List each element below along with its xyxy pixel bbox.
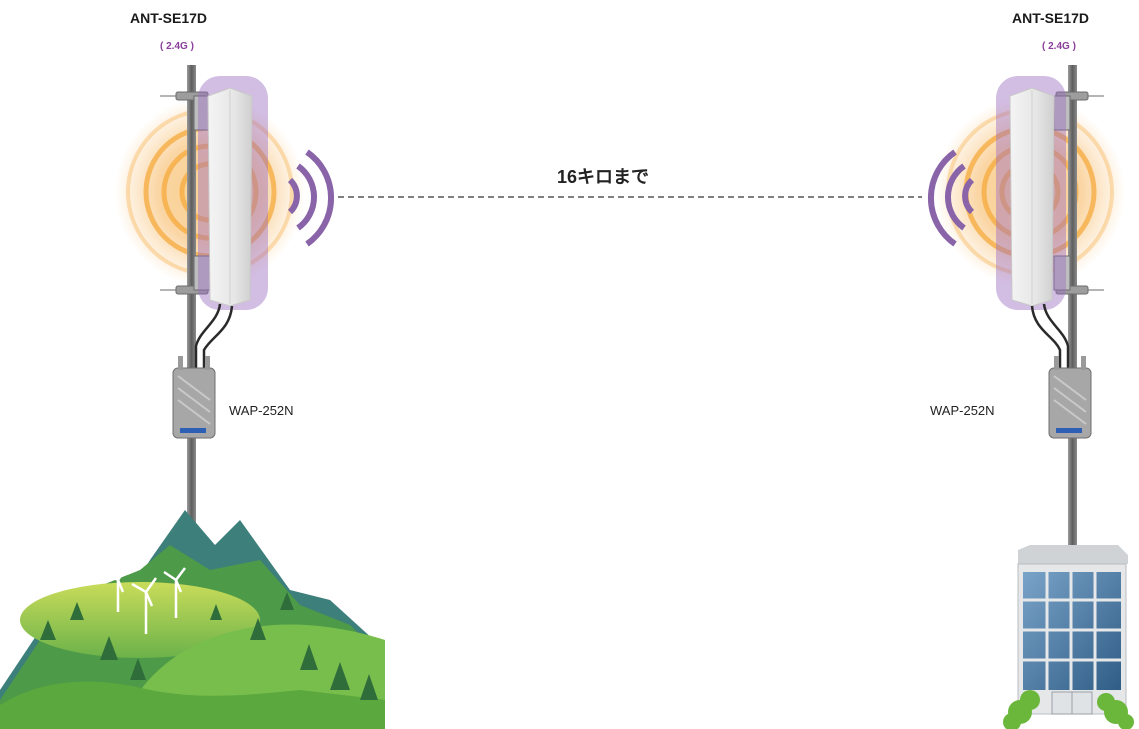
right-cables	[1030, 303, 1070, 372]
right-site	[927, 65, 1134, 729]
left-wind-turbines	[105, 567, 186, 634]
right-band-label: ( 2.4G )	[1042, 41, 1076, 52]
left-device-label: WAP-252N	[229, 403, 294, 418]
right-wave-arcs	[927, 149, 975, 247]
right-mount-brackets	[1053, 91, 1104, 295]
distance-label: 16キロまで	[557, 167, 650, 187]
left-pole	[187, 65, 196, 525]
left-band-label: ( 2.4G )	[160, 41, 194, 52]
left-site	[0, 65, 385, 729]
right-office-building	[1003, 545, 1134, 729]
left-hill-light	[20, 582, 260, 658]
left-access-point	[172, 356, 216, 439]
left-landscape-mountains	[0, 510, 385, 729]
right-pole	[1068, 65, 1077, 555]
left-antenna-label: ANT-SE17D	[130, 10, 208, 26]
left-cables	[194, 303, 234, 372]
right-device-label: WAP-252N	[930, 403, 995, 418]
left-wave-arcs	[287, 149, 335, 247]
right-shrubs	[1003, 690, 1134, 729]
right-access-point	[1048, 356, 1092, 439]
right-antenna-label: ANT-SE17D	[1012, 10, 1090, 26]
